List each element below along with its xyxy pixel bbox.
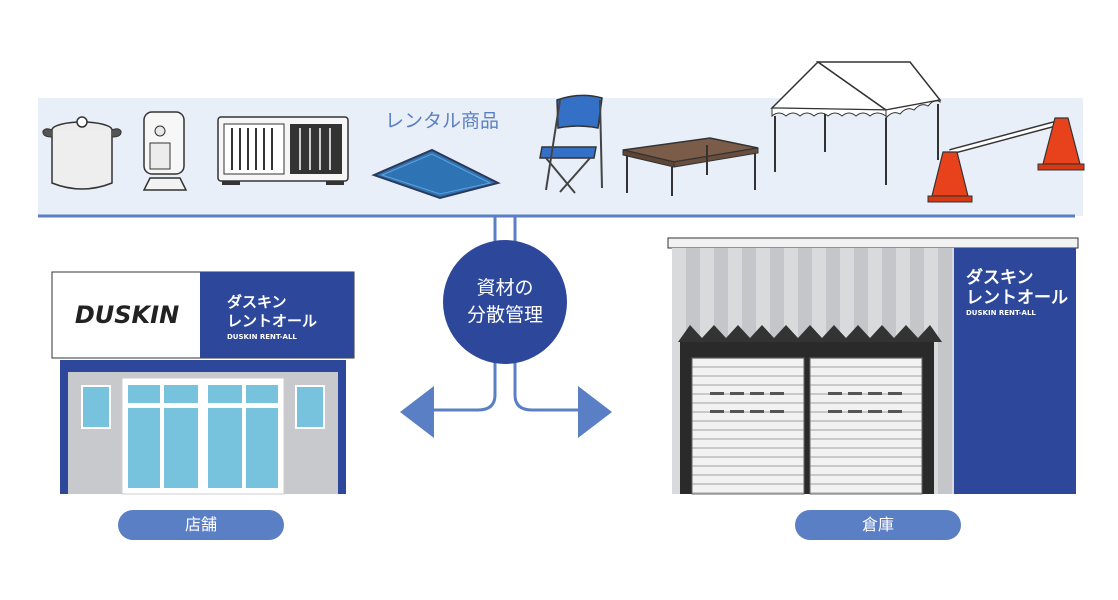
mat-icon [371,148,501,200]
banner-label: レンタル商品 [385,110,499,132]
store-sign-line2: レントオール [227,312,317,330]
store-sign-line1: ダスキン [227,293,287,311]
security-camera-icon [142,111,188,191]
hub-text-line1: 資材の [476,277,533,299]
store-sign-line3: DUSKIN RENT-ALL [227,333,297,341]
heater-unit-icon [217,116,349,185]
traffic-cones-icon [927,117,1085,203]
warehouse-label: 倉庫 [795,510,961,540]
store-brand-logo: DUSKIN [75,301,179,329]
hub-connector [432,216,580,412]
store-building: DUSKIN ダスキン レントオール DUSKIN RENT-ALL [51,271,355,495]
hub-text-line2: 分散管理 [467,304,543,326]
arrow-right-icon [578,386,612,438]
warehouse-sign-line3: DUSKIN RENT-ALL [966,309,1036,317]
folding-chair-icon [539,94,603,194]
arrow-left-icon [400,386,434,438]
warehouse-sign-line2: レントオール [966,288,1068,308]
table-icon [622,137,759,196]
hub-circle [443,240,567,364]
cooking-pot-icon [42,116,122,190]
warehouse-sign-line1: ダスキン [966,267,1034,288]
event-tent-icon [770,61,942,185]
warehouse-building: ダスキン レントオール DUSKIN RENT-ALL [667,237,1079,495]
store-label: 店舗 [118,510,284,540]
